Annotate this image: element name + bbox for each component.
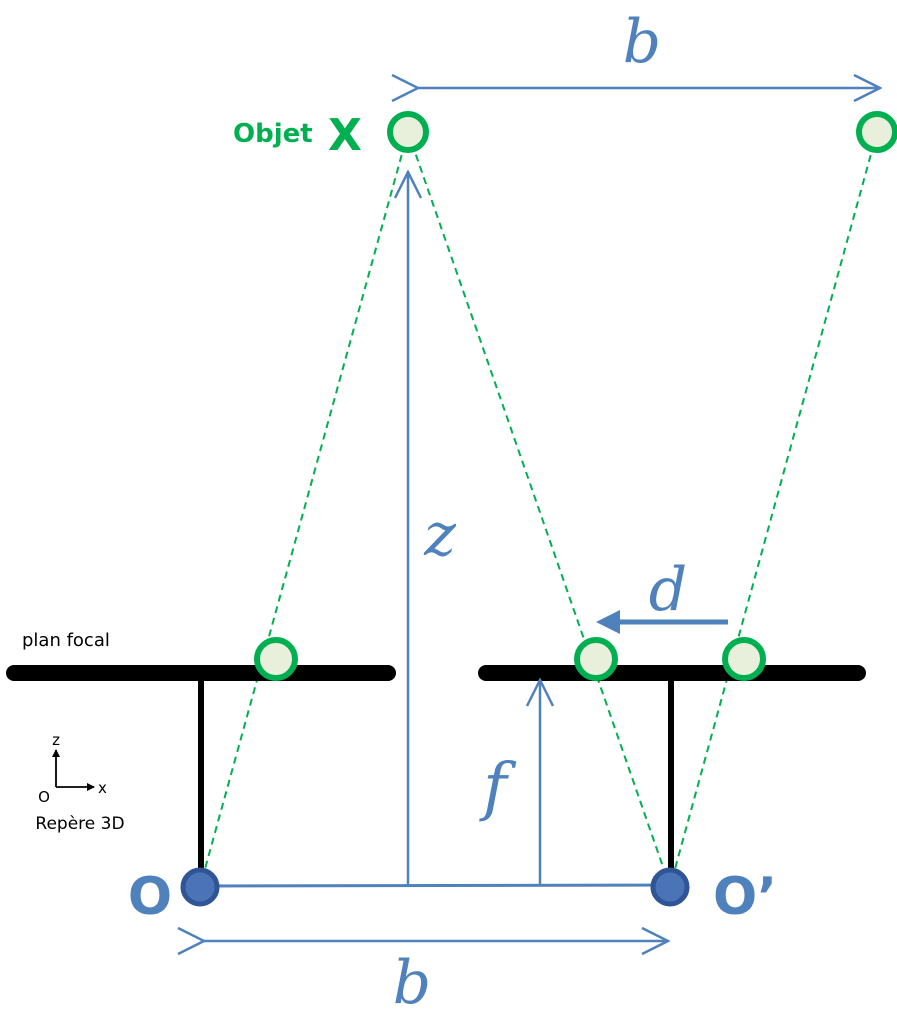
focal-plane-label: plan focal [22,630,110,651]
right-image-point [574,637,618,681]
right-camera-label: O’ [713,867,777,927]
left-camera [180,867,220,907]
camera-baseline [199,883,673,888]
frame-origin-label: O [38,788,50,806]
disparity-label: d [649,555,687,625]
shifted-image-point [722,637,766,681]
focal-length-label: f [479,750,517,824]
top-baseline-label: b [623,7,661,77]
depth-label: z [423,500,456,570]
object-point [387,111,429,153]
ray-right-camera-object [407,131,671,888]
frame-x-label: x [98,779,107,797]
bottom-baseline-label: b [393,948,431,1009]
frame-indicator: z x O Repère 3D [35,731,124,834]
disparity-arrowhead [596,610,620,634]
right-camera [650,867,690,907]
frame-caption: Repère 3D [35,814,124,834]
object-symbol: X [328,110,362,161]
frame-z-label: z [52,731,60,749]
ray-right-camera-shifted [669,131,878,888]
left-camera-label: O [128,867,172,927]
ray-left-camera [199,131,409,888]
object-label: Objet [233,119,313,149]
left-image-point [254,637,298,681]
object-point-shifted [856,111,897,153]
